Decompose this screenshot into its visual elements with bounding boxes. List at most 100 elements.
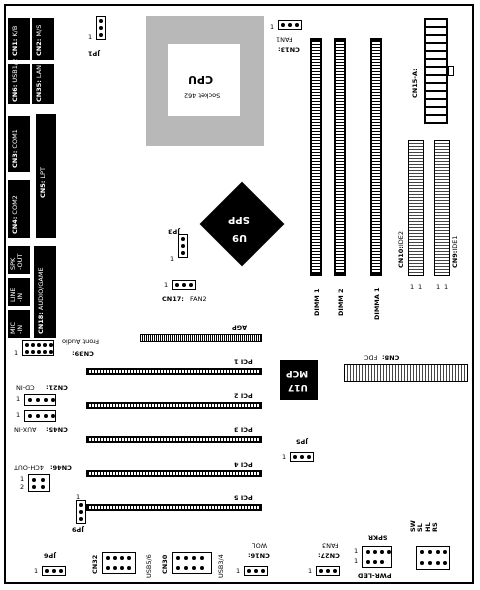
cn3-label: CN3: <box>11 150 19 168</box>
cn10-label: CN10: <box>397 246 405 268</box>
cn6-usb-port: CN6: USB1/2 <box>8 59 30 104</box>
mcp-chip-u17: MCP U17 <box>280 360 318 400</box>
jp9-label: JP9 <box>72 525 84 534</box>
ide1-label: IDE1 <box>451 235 459 251</box>
mic-in-jack: MIC-IN <box>8 310 30 338</box>
fan1-label: FAN1 <box>276 35 293 44</box>
pci2-slot <box>86 402 262 409</box>
dimm2-label: DIMM 2 <box>337 288 345 316</box>
cpu-label: CPU <box>188 73 214 86</box>
motherboard-outline: CN1: K/B CN2: M/S CN6: USB1/2 CN35: LAN … <box>4 4 474 584</box>
cn8-label: CN8: <box>382 353 400 362</box>
cn10-ide2-connector <box>408 140 424 276</box>
front-audio-label: Front Audio <box>62 337 99 346</box>
cn45-auxin-header <box>24 410 56 422</box>
cn27-pin1-label: 1 <box>308 567 313 575</box>
cn21-label: CN21: <box>46 383 68 392</box>
cn17-pin1-label: 1 <box>164 281 169 289</box>
cn17-label: CN17: <box>162 295 184 303</box>
jp1-pin1-label: 1 <box>88 33 93 41</box>
jp6-label: JP6 <box>44 551 56 560</box>
cn18-label: CN18: <box>37 312 45 334</box>
cn2-label: CN2: <box>35 38 43 56</box>
cn1-keyboard-port: CN1: K/B <box>8 18 30 60</box>
ms-label: M/S <box>35 24 43 37</box>
front-panel-switch-header <box>416 546 450 570</box>
rs-label: RS <box>431 522 440 532</box>
cn9-label: CN9: <box>451 250 459 268</box>
cn32-label: CN32 <box>91 554 99 574</box>
ide2-pin1b-label: 1 <box>418 283 423 291</box>
dimma1-label: DIMMA 1 <box>373 287 381 320</box>
mic-in-label: -IN <box>16 324 25 334</box>
usb56-label: USB5/6 <box>145 554 153 578</box>
cn21-pin1-label: 1 <box>16 395 21 403</box>
jp1-label: JP1 <box>88 49 100 58</box>
jp5-label: JP5 <box>296 437 308 446</box>
ide1-pin1a-label: 1 <box>436 283 441 291</box>
cn16-wol-header <box>244 566 268 576</box>
cn2-mouse-port: CN2: M/S <box>32 18 54 60</box>
auxin-label: AUX-IN <box>14 425 37 434</box>
pci3-label: PCI 3 <box>234 425 253 434</box>
spkr-label: SPKR <box>368 533 388 542</box>
pci2-label: PCI 2 <box>234 391 253 400</box>
cn46-label: CN46: <box>50 463 72 472</box>
dimm1-slot <box>310 38 322 276</box>
spp-label: SPP <box>228 214 250 225</box>
pci1-label: PCI 1 <box>234 357 253 366</box>
cn27-label: CN27: <box>318 551 340 560</box>
cn8-fdc-connector <box>344 364 468 382</box>
jp5-jumper <box>290 452 314 462</box>
dimma1-slot <box>370 38 382 276</box>
pci4-slot <box>86 470 262 477</box>
kb-label: K/B <box>11 25 19 37</box>
pci4-label: PCI 4 <box>234 460 253 469</box>
spk-out-label: -OUT <box>16 253 25 270</box>
fourch-label: 4CH-OUT <box>14 463 44 472</box>
dimm2-slot <box>334 38 346 276</box>
line-in-label: -IN <box>16 292 25 302</box>
cn35-label: CN35: <box>35 80 43 102</box>
fan3-label: FAN3 <box>322 541 339 550</box>
cn13-fan1-header <box>278 20 302 30</box>
dimm1-label: DIMM 1 <box>313 288 321 316</box>
jp9-pin1-label: 1 <box>76 493 81 501</box>
pwrled-label: PWR-LED <box>358 571 392 580</box>
cn5-lpt-port: CN5: LPT <box>36 114 56 238</box>
cn1-label: CN1: <box>11 38 19 56</box>
cn39-label: CN39: <box>72 349 94 358</box>
jp3-label: JP3 <box>168 227 180 236</box>
ide2-pin1a-label: 1 <box>410 283 415 291</box>
cn39-pin1-label: 1 <box>14 349 19 357</box>
usb34-label: USB3/4 <box>217 554 225 578</box>
cn30-label: CN30 <box>161 554 169 574</box>
cn17-fan2-header <box>172 280 196 290</box>
pwrled-pin1-label: 1 <box>354 557 359 565</box>
cn18-audio-game-port: CN18: AUDIO/GAME <box>34 246 56 338</box>
cn46-4ch-out-header <box>28 474 50 492</box>
line-in-jack: LINE-IN <box>8 278 30 306</box>
cn15a-power-connector <box>424 18 448 124</box>
mcp-label: MCP <box>286 368 309 378</box>
cn45-label: CN45: <box>46 425 68 434</box>
agp-slot <box>140 334 262 342</box>
jp6-jumper <box>42 566 66 576</box>
usb12-label: USB1/2 <box>11 58 19 83</box>
cn13-label: CN13: <box>278 45 300 54</box>
socket-label: Socket 462 <box>184 91 221 100</box>
agp-label: AGP <box>232 323 248 332</box>
cn46-pin2-label: 2 <box>20 483 25 491</box>
cn30-usb34-header <box>172 552 212 574</box>
cn16-label: CN16: <box>248 551 270 560</box>
spkr-pwr-led-header <box>362 546 392 568</box>
jp5-pin1-label: 1 <box>282 453 287 461</box>
spkr-pin1-label: 1 <box>354 547 359 555</box>
jp9-jumper <box>76 500 86 524</box>
fan2-label: FAN2 <box>190 295 207 303</box>
cn4-com2-port: CN4: COM2 <box>8 180 30 238</box>
u17-label: U17 <box>288 382 308 392</box>
cn15a-label: CN15-A: <box>411 68 419 98</box>
com2-label: COM2 <box>11 195 19 215</box>
jp3-jumper <box>178 234 188 258</box>
